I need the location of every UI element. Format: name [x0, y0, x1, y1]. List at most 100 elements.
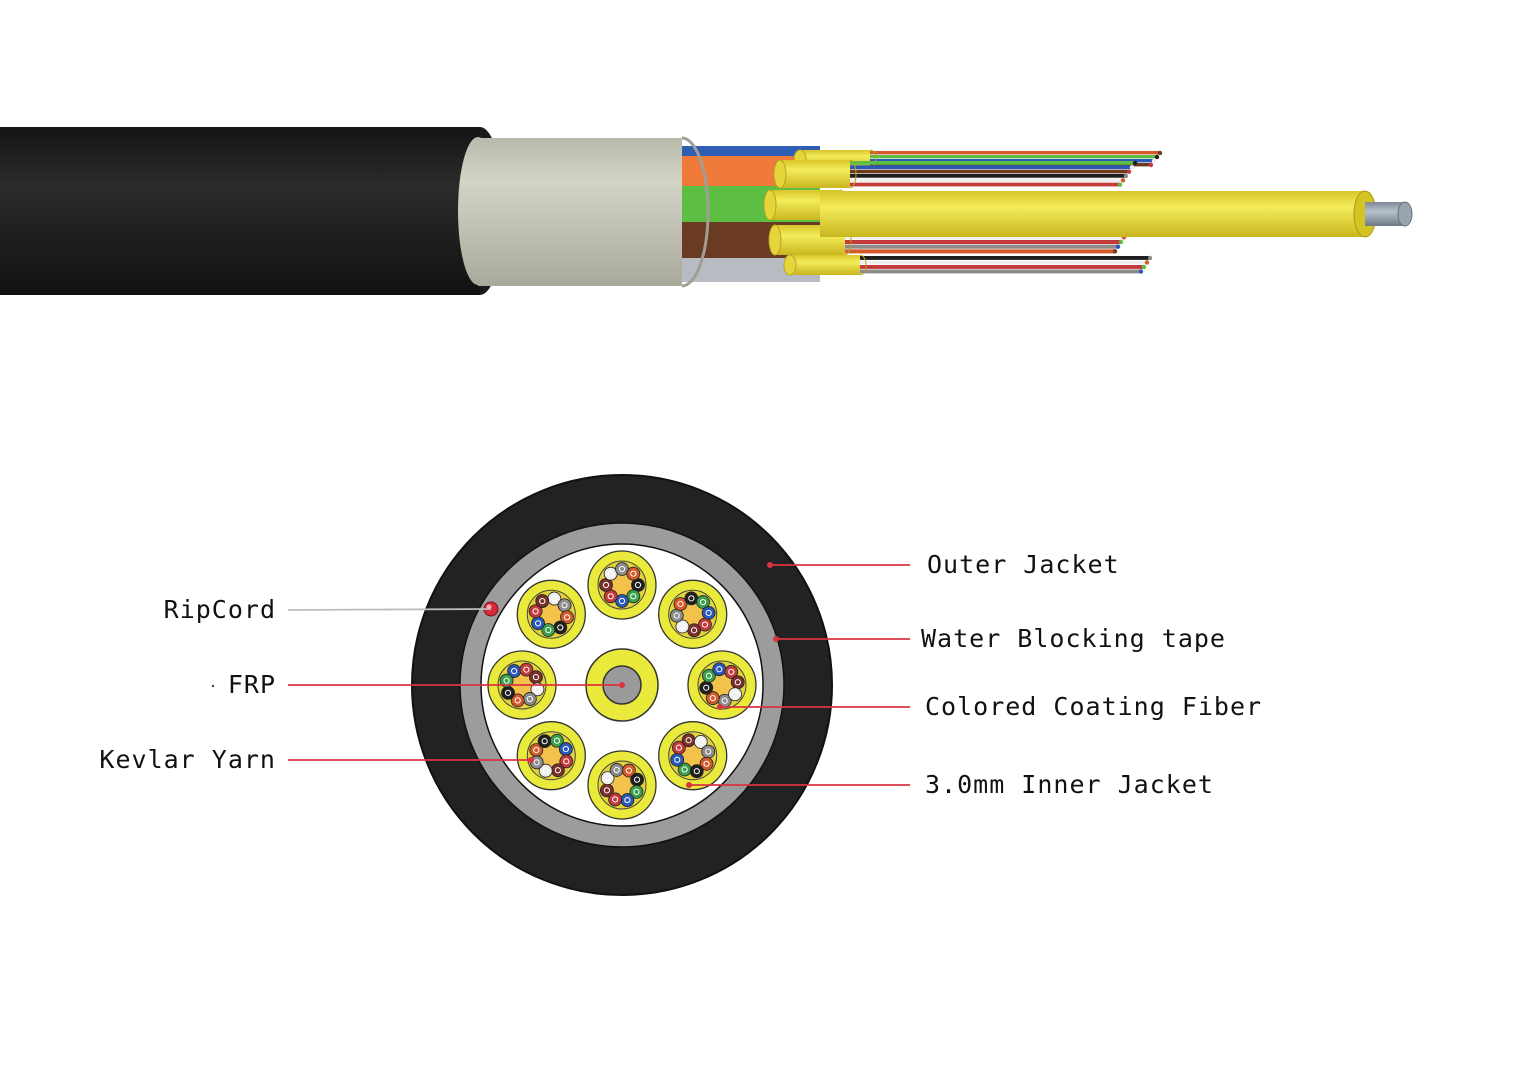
fiber-core-ring: [630, 570, 637, 577]
fiber-core-ring: [697, 738, 704, 745]
colored-fiber: [551, 763, 565, 778]
fiber-core-ring: [674, 756, 681, 763]
colored-fiber: [501, 685, 515, 700]
fiber-strand: [850, 165, 1132, 170]
fiber-strand: [845, 244, 1118, 249]
fiber-core-ring: [630, 593, 637, 600]
kevlar-core: [711, 674, 733, 696]
fiber-strand: [870, 151, 1160, 155]
fiber-core-ring: [545, 626, 552, 634]
outer-jacket-leader-dot: [767, 562, 773, 568]
fiber-core-ring: [604, 775, 611, 782]
fiber-core-ring: [612, 796, 619, 803]
colored-fiber: [499, 673, 514, 688]
fiber-core-ring: [731, 691, 739, 698]
central-subunit-side: [820, 190, 1413, 238]
colored-fiber: [522, 692, 537, 706]
yellow-tube-end: [763, 189, 777, 221]
label-inner-jacket: 3.0mm Inner Jacket: [925, 770, 1214, 799]
colored-fiber: [557, 598, 572, 613]
fiber-core-ring: [693, 768, 700, 775]
fiber-core-ring: [705, 609, 712, 617]
colored-fiber: [670, 752, 685, 767]
yellow-tube-rim: [849, 159, 857, 189]
fiber-core-ring: [613, 766, 620, 774]
fiber-core-ring: [728, 668, 735, 676]
fiber-end: [1118, 239, 1124, 245]
fiber-core-ring: [634, 581, 642, 589]
fiber-core-ring: [511, 667, 518, 675]
colored-fiber: [701, 744, 716, 759]
fiber-end: [1154, 154, 1160, 160]
fiber-end: [1123, 173, 1129, 179]
kevlar-core: [540, 603, 563, 626]
fiber-end: [1112, 249, 1118, 254]
fiber-core-ring: [709, 694, 716, 702]
subunit-cross: [587, 550, 657, 620]
label-colored-coating-fiber: Colored Coating Fiber: [925, 692, 1263, 721]
fiber-core-ring: [554, 767, 562, 774]
colored-fiber: [701, 606, 716, 620]
fiber-core-ring: [603, 787, 611, 794]
colored-fiber: [671, 740, 686, 755]
colored-fiber: [669, 608, 684, 623]
colored-fiber: [699, 756, 714, 771]
yellow-tube-end: [768, 224, 782, 256]
fiber-core-ring: [625, 767, 632, 774]
fiber-end: [1117, 182, 1123, 187]
colored-fiber: [705, 691, 720, 705]
fiber-core-ring: [690, 627, 698, 634]
colored-fiber: [558, 742, 573, 756]
fiber-core-ring: [542, 767, 549, 774]
fiber-core-ring: [677, 600, 684, 608]
subunit-tube-side: [783, 254, 1153, 276]
fiber-core-ring: [701, 621, 709, 628]
subunit-cross: [658, 579, 728, 649]
fiber-core-ring: [504, 689, 512, 696]
fiber-core-ring: [563, 758, 570, 765]
fiber-core-ring: [514, 697, 521, 704]
stray-dot: [211, 684, 215, 688]
kevlar-leader-dot: [528, 757, 534, 763]
fiber-core-ring: [618, 565, 626, 573]
inner-jacket-leader-dot: [686, 782, 692, 788]
colored-fiber: [537, 734, 552, 749]
fiber-end: [1157, 150, 1163, 156]
tape-rim: [681, 136, 710, 288]
fiber-strand: [845, 235, 1124, 240]
fiber-core-ring: [503, 677, 510, 684]
colored-fiber: [529, 670, 543, 685]
subunit-cross: [687, 650, 757, 720]
fiber-core-ring: [551, 595, 558, 602]
fiber-end: [1144, 260, 1150, 265]
kevlar-core: [611, 574, 633, 596]
fiber-core-ring: [602, 581, 610, 589]
outer-jacket-side: [0, 127, 518, 295]
fiber-core-ring: [553, 737, 561, 744]
colored-fiber: [559, 754, 574, 769]
fiber-core-ring: [532, 674, 540, 681]
ripcord-leader: [287, 608, 492, 611]
colored-fiber: [608, 792, 623, 807]
subunit-cross: [658, 721, 728, 791]
colored-fiber: [696, 595, 710, 609]
colored-fiber: [510, 693, 525, 708]
fiber-strand: [870, 159, 1154, 163]
subunit-cross: [516, 721, 586, 791]
colored-fiber: [519, 662, 534, 677]
colored-fiber: [530, 682, 545, 697]
fiber-strand: [845, 240, 1121, 245]
colored-fiber: [600, 771, 615, 786]
fiber-core-ring: [533, 746, 540, 754]
label-frp: FRP: [227, 670, 276, 699]
yellow-tube: [790, 255, 860, 275]
colored-fiber: [550, 733, 564, 748]
fiber-core-ring: [716, 666, 723, 673]
fiber-core-ring: [703, 760, 710, 767]
fiber-core-ring: [534, 620, 542, 627]
kevlar-core: [540, 744, 563, 767]
colored-fiber: [712, 662, 727, 677]
fiber-core-ring: [688, 595, 695, 602]
